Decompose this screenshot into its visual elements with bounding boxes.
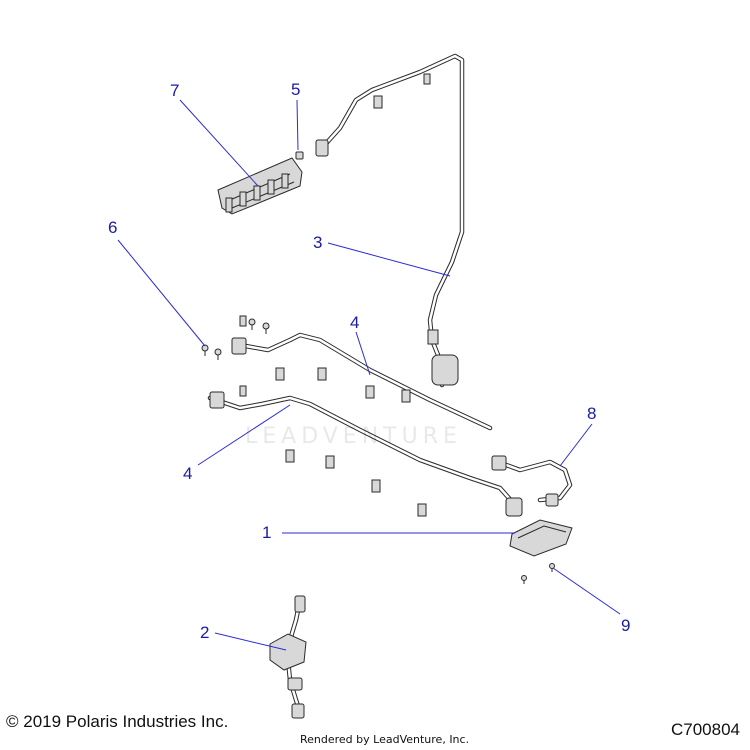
part-1-control-module (509, 519, 573, 557)
leader-4b (197, 404, 291, 466)
rendered-by-text: Rendered by LeadVenture, Inc. (300, 733, 470, 746)
part-4-upper-harness (231, 315, 493, 431)
callout-6: 6 (108, 218, 118, 237)
part-5-nut (295, 151, 304, 160)
leader-6 (117, 239, 206, 347)
callout-9: 9 (621, 616, 631, 635)
leader-8 (559, 423, 593, 467)
callout-7: 7 (170, 81, 180, 100)
part-2-switch-assembly (269, 595, 307, 719)
callout-1: 1 (262, 523, 272, 542)
part-7-terminal-block (217, 157, 303, 215)
callout-4-lower: 4 (183, 464, 193, 483)
diagram-code: C700804 (670, 720, 740, 739)
callout-8: 8 (587, 404, 597, 423)
part-9-screws (521, 563, 555, 584)
copyright-text: © 2019 Polaris Industries Inc. (6, 712, 229, 731)
part-8-jumper-harness (491, 455, 573, 507)
callout-4-upper: 4 (350, 313, 360, 332)
callout-5: 5 (291, 80, 301, 99)
part-6-screws (201, 318, 270, 360)
leader-lines (117, 99, 621, 651)
leader-7 (179, 99, 259, 187)
leader-4a (355, 331, 371, 376)
callout-2: 2 (200, 623, 210, 642)
leader-9 (552, 567, 621, 615)
leader-2 (214, 632, 287, 651)
leader-3 (327, 242, 451, 277)
callout-3: 3 (313, 233, 323, 252)
part-3-hose-assembly (315, 53, 465, 388)
watermark: LEADVENTURE (245, 424, 462, 449)
part-4-lower-harness (207, 385, 523, 517)
leader-5 (296, 99, 299, 151)
